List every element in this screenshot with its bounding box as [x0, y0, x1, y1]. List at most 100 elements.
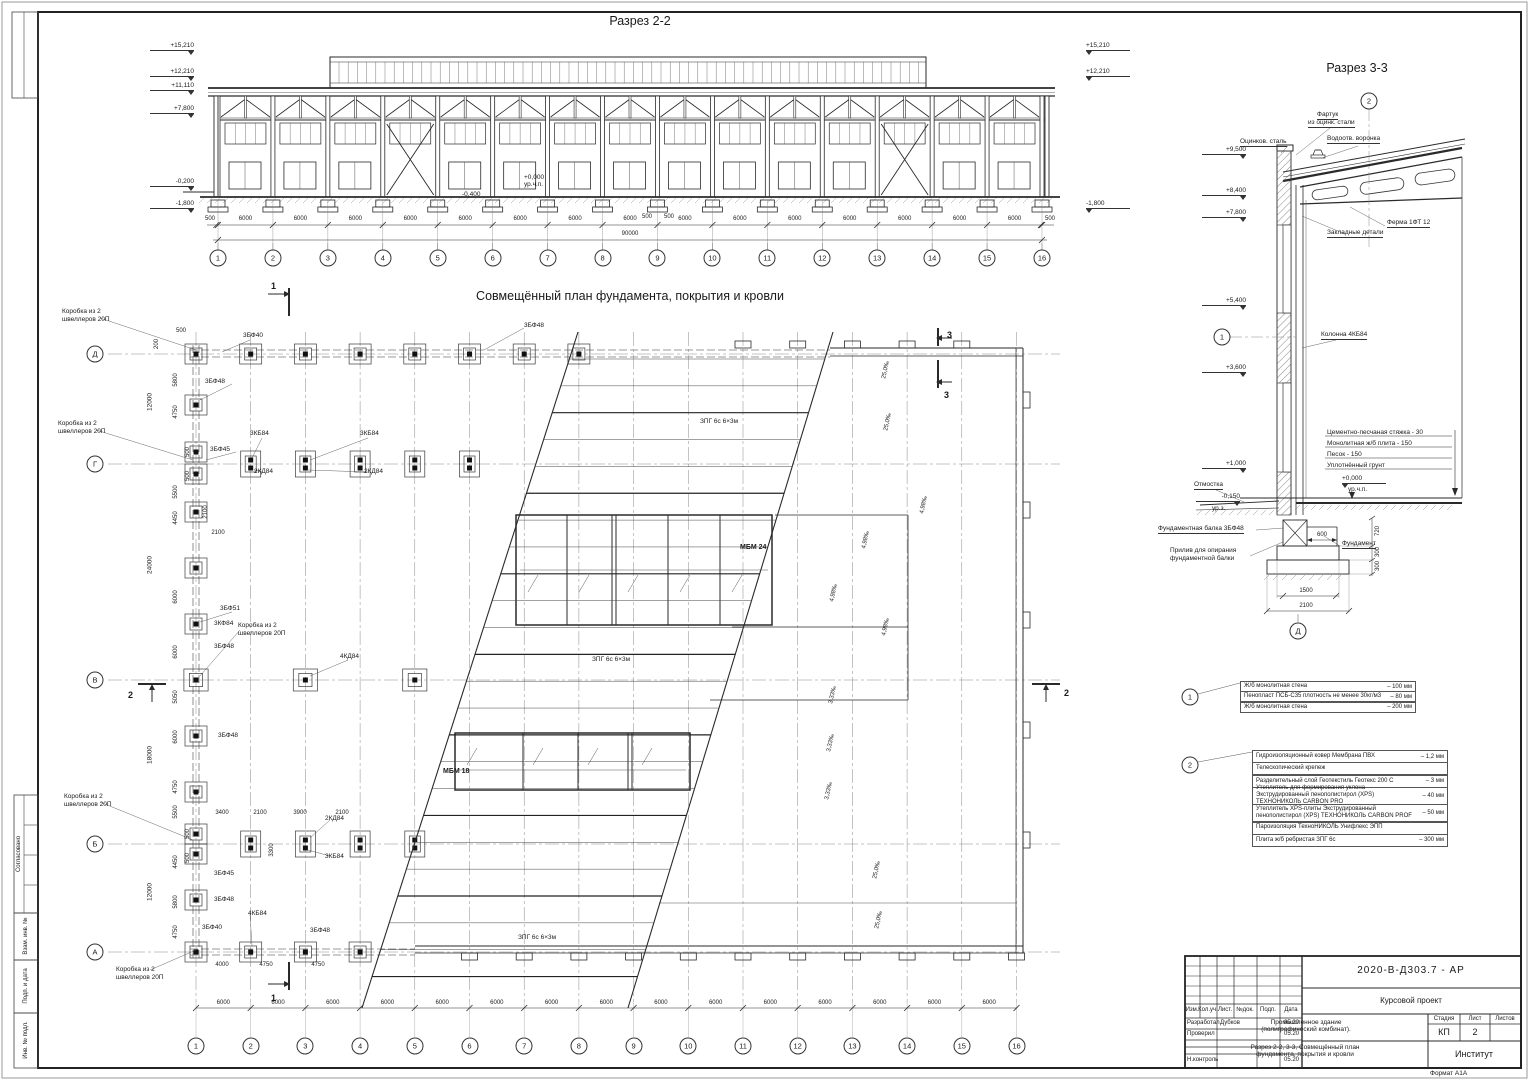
fnd-label-kb84: 3КБ84	[360, 430, 379, 437]
dim-500-top: 500	[175, 328, 187, 334]
dim-300: 300	[1375, 560, 1381, 572]
note-row-text: Ж/б монолитная стена	[1244, 703, 1308, 710]
elevation-tick-icon	[1240, 196, 1246, 200]
elevation-mark: +8,400	[1202, 187, 1246, 200]
note-row-value: – 40 мм	[1422, 792, 1444, 799]
tb-col-1: Кол.уч.	[1198, 1007, 1218, 1013]
note-row-value: – 200 мм	[1387, 704, 1412, 711]
dim-2100: 2100	[211, 530, 225, 536]
note-row: Пароизоляция ТехноНИКОЛЬ Унифлекс ЭПП	[1252, 821, 1448, 835]
note-row: Телескопический крепеж	[1252, 762, 1448, 776]
callout-channel-box: Коробка из 2	[116, 966, 155, 973]
s33-label-zakladnye: Закладные детали	[1327, 229, 1384, 238]
slab-label: ЗПГ 6с 6×3м	[592, 656, 631, 663]
elevation-tick-icon	[1086, 209, 1092, 213]
dim-6000-plan: 6000	[216, 1000, 231, 1006]
stage-value: КП	[1438, 1027, 1450, 1037]
tb-date: 05.20	[1284, 1020, 1300, 1026]
section-mark-2-right: 2	[1064, 688, 1070, 698]
dim-90000: 90000	[621, 231, 639, 237]
dim-500: 500	[185, 470, 191, 482]
s33-label-kolonna: Колонна 4КБ84	[1321, 331, 1368, 340]
floor-mark-sub: ур.ч.п.	[524, 181, 544, 188]
grid-bubble-plan-1: 1	[187, 1037, 205, 1055]
note-row-text: Ж/б монолитная стена	[1244, 682, 1308, 689]
callout-channel-box: Коробка из 2	[238, 622, 277, 629]
elevation-mark: +12,210	[150, 68, 194, 81]
fnd-label-kb84: 3КБ84	[250, 430, 269, 437]
section-mark-3-top: 3	[947, 330, 953, 340]
fnd-label-f45: 3БФ45	[214, 870, 234, 877]
combined-plan-drawing	[95, 288, 1060, 1037]
slab-label: ЗПГ 6с 6×3м	[518, 934, 557, 941]
dim-6000-s22: 6000	[293, 216, 308, 222]
s33-bubble-D: Д	[1289, 622, 1307, 640]
fnd-label-f45: 3БФ45	[210, 446, 230, 453]
dim-500: 500	[185, 852, 191, 864]
grid-bubble-plan-3: 3	[296, 1037, 314, 1055]
callout-channel-box: швеллеров 20П	[238, 630, 286, 637]
dim-d5050: 5050	[173, 690, 179, 704]
grid-bubble-plan-2: 2	[242, 1037, 260, 1055]
dim-500-mid: 500	[663, 214, 675, 220]
dim-6000-s22: 6000	[678, 216, 692, 222]
elevation-tick-icon	[188, 77, 194, 81]
s33-label-ferma: Ферма 1ФТ 12	[1387, 219, 1431, 228]
sheets-label: Листов	[1495, 1016, 1515, 1022]
dim-6000-s22: 6000	[238, 216, 253, 222]
row-bubble-1: Г	[86, 455, 104, 473]
section-mark-1-top: 1	[271, 281, 277, 291]
elevation-tick-icon	[188, 209, 194, 213]
row-bubble-2: В	[86, 671, 104, 689]
dim-d24000: 24000	[146, 555, 154, 575]
note-row-value: – 80 мм	[1390, 693, 1412, 700]
side-box-label-3: Инв. № подл.	[23, 1021, 29, 1059]
elevation-mark: +12,210	[1086, 68, 1130, 81]
fnd-label-f48: 3БФ48	[218, 732, 238, 739]
grid-bubble-s22-10: 10	[703, 249, 721, 267]
dim-d4450: 4450	[173, 855, 179, 869]
slab-label: ЗПГ 6с 6×3м	[700, 418, 739, 425]
dim-6000-s22: 6000	[568, 216, 582, 222]
dim-6000-plan: 6000	[873, 1000, 887, 1006]
tb-role: Разработал	[1187, 1020, 1220, 1026]
dim-720: 720	[1375, 525, 1381, 537]
dim-6000-plan: 6000	[326, 1000, 340, 1006]
grid-bubble-plan-11: 11	[734, 1037, 752, 1055]
object-name: Промышленное здание (полиграфический ком…	[1261, 1019, 1351, 1034]
dim-6000-plan: 6000	[708, 1000, 723, 1006]
elevation-value: -0,150	[1196, 493, 1240, 502]
dim-d12000: 12000	[146, 882, 154, 902]
note-row: Ж/б монолитная стена – 200 мм	[1240, 701, 1416, 713]
elevation-tick-icon	[1240, 469, 1246, 473]
dim-6000-s22: 6000	[952, 216, 967, 222]
fnd-label-f40: 3БФ40	[243, 332, 263, 339]
s33-floor-layer-3: Уплотнённый грунт	[1327, 462, 1385, 469]
s33-urz: ур.з.	[1212, 505, 1226, 512]
dim-6000-plan: 6000	[654, 1000, 668, 1006]
fnd-label-kf84: 3КФ84	[214, 620, 234, 627]
tb-role: Проверил	[1187, 1031, 1215, 1037]
dim-500: 500	[185, 828, 191, 840]
grid-bubble-s22-4: 4	[374, 249, 392, 267]
section-mark-2-left: 2	[128, 690, 134, 700]
note-row-text: Пароизоляция ТехноНИКОЛЬ Унифлекс ЭПП	[1256, 824, 1383, 831]
elevation-mark: -1,800	[150, 200, 194, 213]
s33-label-fundament: Фундамент	[1342, 540, 1376, 549]
elevation-value: +9,500	[1202, 146, 1246, 155]
grid-bubble-s22-11: 11	[758, 249, 776, 267]
elevation-tick-icon	[1240, 155, 1246, 159]
note-row-text: Телескопический крепеж	[1256, 765, 1326, 772]
elevation-tick-icon	[1240, 373, 1246, 377]
elevation-tick-icon	[188, 91, 194, 95]
dim-6000-s22: 6000	[733, 216, 747, 222]
mbm24-label: МБМ 24	[740, 544, 767, 551]
dim-d4000: 4000	[215, 962, 229, 968]
section-mark-3-bottom: 3	[944, 390, 950, 400]
title-block-lines	[1184, 682, 1522, 1069]
dim-6000-plan: 6000	[982, 1000, 996, 1006]
note-row-text: Пенопласт ПСБ-С35 плотность не менее 30к…	[1244, 693, 1382, 700]
row-bubble-3: Б	[86, 835, 104, 853]
